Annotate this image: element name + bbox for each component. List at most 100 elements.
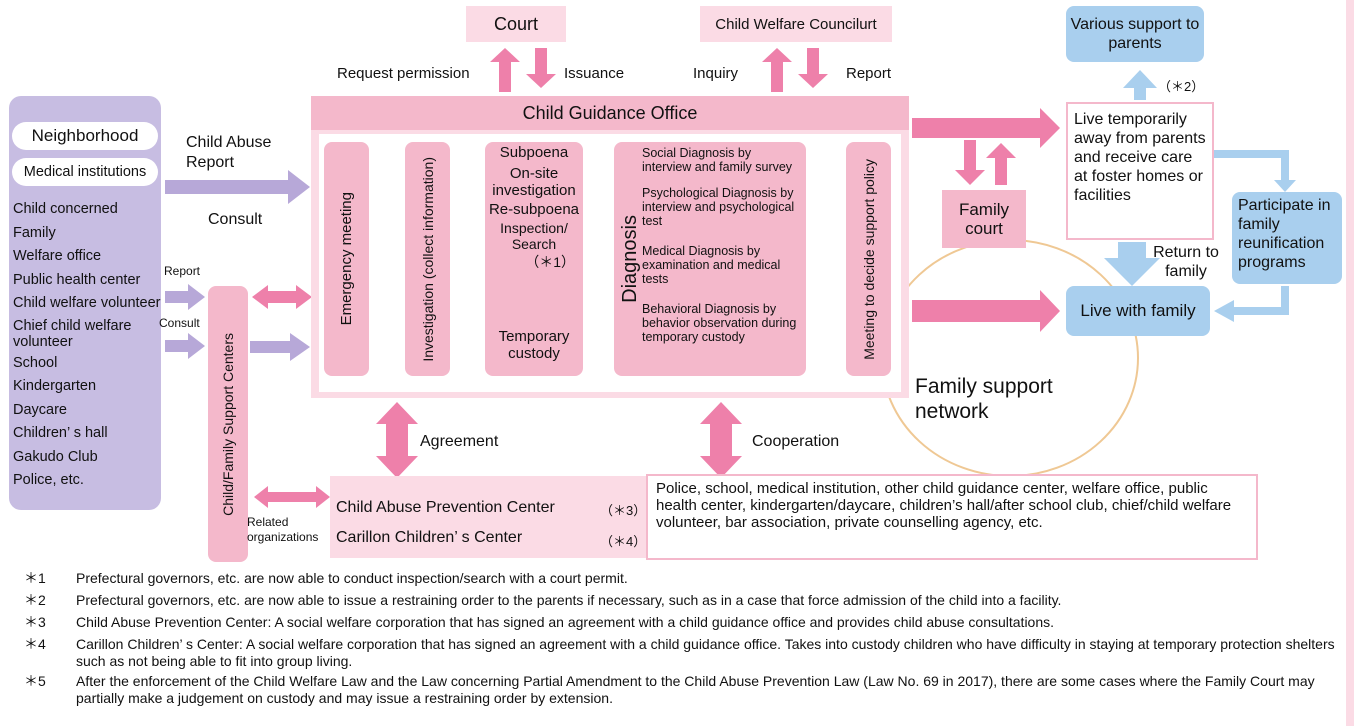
diagnosis-label-wrap: Diagnosis bbox=[618, 142, 642, 376]
family-court-box: Family court bbox=[942, 190, 1026, 248]
resubpoena-label: Re-subpoena bbox=[488, 201, 580, 218]
footnote-row: ＊4 Carillon Children’ s Center: A social … bbox=[10, 636, 1340, 670]
office-title: Child Guidance Office bbox=[522, 102, 698, 123]
live-away-label: Live temporarily away from parents and r… bbox=[1074, 111, 1206, 204]
welfare-council-label: Child Welfare Councilurt bbox=[715, 15, 877, 33]
various-support-box: Various support to parents bbox=[1066, 6, 1204, 62]
request-permission-arrow bbox=[490, 48, 520, 92]
inspection-search-label: Inspection/ Search bbox=[500, 220, 568, 252]
reunification-return-line bbox=[1232, 286, 1289, 315]
office-to-live-away-arrow bbox=[912, 108, 1060, 148]
office-to-live-family-arrow bbox=[912, 290, 1060, 332]
left-list-item: Daycare bbox=[13, 401, 67, 418]
center-office-double-arrow bbox=[252, 285, 312, 309]
prevention-center-label: Child Abuse Prevention Center bbox=[336, 499, 555, 516]
court-box: Court bbox=[466, 6, 566, 42]
meeting-label: Meeting to decide support policy bbox=[860, 158, 877, 360]
to-live-family-blue-arrow bbox=[1104, 242, 1160, 286]
support-centers-label: Child/Family Support Centers bbox=[220, 332, 236, 516]
social-diagnosis: Social Diagnosis by interview and family… bbox=[642, 146, 793, 174]
report-arrow bbox=[798, 48, 828, 88]
note4-mark: （＊4） bbox=[600, 534, 647, 549]
report-label: Report bbox=[846, 65, 892, 82]
family-court-label: Family court bbox=[958, 200, 1010, 238]
left-list-item: Family bbox=[13, 224, 56, 241]
footnote-row: ＊2 Prefectural governors, etc. are now ab… bbox=[10, 592, 1340, 609]
left-list-item: Gakudo Club bbox=[13, 448, 98, 465]
reunification-label: Participate in family reunification prog… bbox=[1238, 197, 1331, 271]
consult-label: Consult bbox=[208, 211, 263, 228]
left-list-item: Children’ s hall bbox=[13, 425, 108, 441]
footnote-mark: ＊4 bbox=[24, 636, 46, 652]
onsite-investigation-label: On-site investigation bbox=[492, 165, 576, 199]
issuance-arrow bbox=[526, 48, 556, 88]
to-various-support-arrow bbox=[1123, 70, 1157, 100]
temporary-custody-label: Temporary custody bbox=[498, 328, 570, 362]
medical-diagnosis: Medical Diagnosis by examination and med… bbox=[642, 244, 781, 286]
meeting-box: Meeting to decide support policy bbox=[846, 142, 891, 376]
cooperation-arrow bbox=[700, 402, 742, 478]
police-list-box: Police, school, medical institution, oth… bbox=[646, 474, 1258, 560]
center-office-arrow bbox=[250, 333, 310, 361]
left-list-item: Police, etc. bbox=[13, 472, 84, 488]
note2-mark: （＊2） bbox=[1158, 79, 1205, 94]
note1-mark: （＊1） bbox=[525, 254, 575, 270]
support-network-circle bbox=[881, 239, 1139, 477]
footnote-row: ＊3 Child Abuse Prevention Center: A socia… bbox=[10, 614, 1340, 631]
footnote-mark: ＊5 bbox=[24, 673, 46, 689]
diagnosis-box: Diagnosis Social Diagnosis by interview … bbox=[614, 142, 806, 376]
emergency-meeting-label: Emergency meeting bbox=[338, 192, 355, 326]
psychological-diagnosis: Psychological Diagnosis by interview and… bbox=[642, 186, 795, 228]
left-list-item: Public health center bbox=[13, 271, 141, 288]
support-centers-box: Child/Family Support Centers bbox=[208, 286, 248, 562]
live-away-box: Live temporarily away from parents and r… bbox=[1066, 102, 1214, 240]
left-list-item: Welfare office bbox=[13, 248, 102, 264]
abuse-report-arrow bbox=[165, 170, 310, 204]
live-family-label: Live with family bbox=[1080, 301, 1196, 320]
small-consult-label: Consult bbox=[159, 316, 200, 330]
steps-box: Subpoena On-site investigation Re-subpoe… bbox=[485, 142, 583, 376]
emergency-meeting-box: Emergency meeting bbox=[324, 142, 369, 376]
left-list-item: Child concerned bbox=[13, 201, 118, 217]
right-edge-strip bbox=[1346, 0, 1354, 726]
office-title-bar: Child Guidance Office bbox=[311, 96, 909, 130]
note3-mark: （＊3） bbox=[600, 503, 647, 518]
issuance-label: Issuance bbox=[564, 65, 625, 82]
abuse-report-label: Child Abuse Report bbox=[186, 134, 272, 171]
return-family-label: Return to family bbox=[1153, 244, 1219, 280]
medical-box: Medical institutions bbox=[12, 158, 158, 186]
left-list-item: Chief child welfare volunteer bbox=[13, 317, 132, 350]
footnote-text: Child Abuse Prevention Center: A social … bbox=[76, 614, 1055, 630]
small-consult-arrow bbox=[165, 333, 205, 359]
medical-label: Medical institutions bbox=[23, 164, 147, 180]
investigation-box: Investigation (collect information) bbox=[405, 142, 450, 376]
reunification-box: Participate in family reunification prog… bbox=[1232, 192, 1342, 284]
request-permission-label: Request permission bbox=[337, 65, 470, 82]
footnote-text: Carillon Children’ s Center: A social we… bbox=[76, 636, 1335, 669]
footnote-mark: ＊2 bbox=[24, 592, 46, 608]
footnote-mark: ＊1 bbox=[24, 570, 46, 586]
neighborhood-box: Neighborhood bbox=[12, 122, 158, 150]
footnote-text: Prefectural governors, etc. are now able… bbox=[76, 592, 1062, 608]
footnote-row: ＊5 After the enforcement of the Child Wel… bbox=[10, 673, 1340, 707]
inquiry-label: Inquiry bbox=[693, 65, 739, 82]
support-network-label: Family support network bbox=[915, 375, 1053, 423]
small-report-arrow bbox=[165, 284, 205, 310]
from-family-court-arrow bbox=[986, 143, 1016, 185]
related-orgs-label: Related organizations bbox=[247, 515, 319, 544]
prevention-panel bbox=[330, 476, 646, 558]
subpoena-label: Subpoena bbox=[499, 144, 569, 161]
related-orgs-double-arrow bbox=[254, 486, 330, 508]
cooperation-label: Cooperation bbox=[752, 433, 840, 450]
court-label: Court bbox=[493, 13, 538, 34]
police-list-label: Police, school, medical institution, oth… bbox=[656, 480, 1232, 531]
left-list-item: School bbox=[13, 354, 58, 371]
to-reunification-line bbox=[1214, 150, 1289, 182]
small-report-label: Report bbox=[164, 264, 201, 278]
footnote-text: After the enforcement of the Child Welfa… bbox=[76, 673, 1315, 706]
to-family-court-arrow bbox=[955, 140, 985, 185]
footnote-mark: ＊3 bbox=[24, 614, 46, 630]
